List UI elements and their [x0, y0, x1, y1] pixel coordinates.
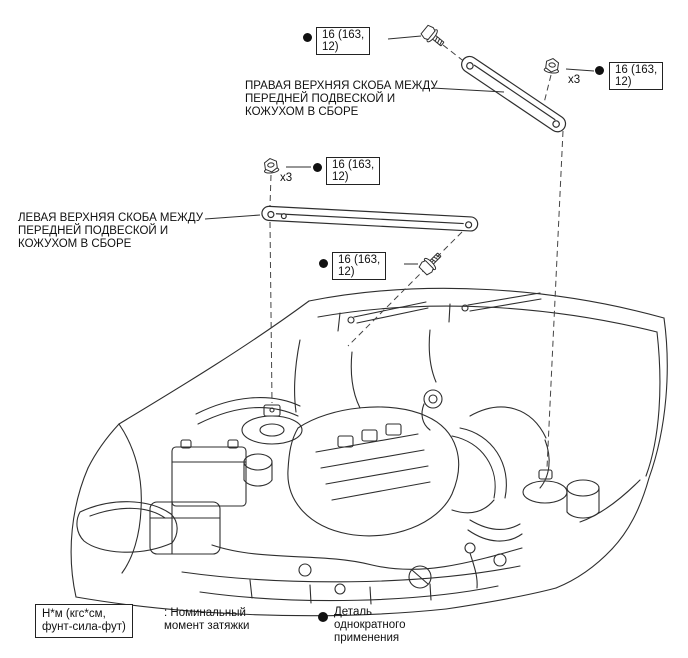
bolt-count-label: x3	[568, 74, 581, 86]
non-reusable-legend-description: Деталь однократного применения	[334, 606, 406, 645]
torque-spec-box: 16 (163, 12)	[332, 252, 387, 280]
torque-spec-box: 16 (163, 12)	[326, 157, 381, 185]
torque-value-line2: 12)	[615, 76, 632, 88]
label-line: ПЕРЕДНЕЙ ПОДВЕСКОЙ И	[18, 225, 169, 237]
label-line: КОЖУХОМ В СБОРЕ	[245, 106, 359, 118]
label-line: : Номинальный	[164, 607, 246, 619]
torque-value-line2: 12)	[332, 171, 349, 183]
label-line: Н*м (кгс*см,	[42, 608, 106, 620]
bolt-icon	[419, 23, 448, 51]
torque-legend-description: : Номинальный момент затяжки	[164, 607, 249, 633]
fasteners	[262, 23, 561, 277]
non-reusable-dot-icon	[318, 612, 328, 622]
assembly-dashed-lines	[269, 44, 564, 469]
torque-value-line1: 16 (163,	[332, 159, 375, 171]
torque-spec-box: 16 (163, 12)	[316, 27, 371, 55]
non-reusable-dot-icon	[595, 66, 604, 75]
left-upper-brace-part	[261, 205, 479, 232]
torque-legend-box: Н*м (кгс*см, фунт-сила-фут)	[35, 604, 133, 638]
label-line: ПРАВАЯ ВЕРХНЯЯ СКОБА МЕЖДУ	[245, 80, 438, 92]
label-line: фунт-сила-фут)	[42, 621, 126, 633]
engine-bay-drawing	[70, 287, 668, 617]
bolt-count-label: x3	[280, 172, 293, 184]
nut-icon	[543, 57, 561, 75]
non-reusable-dot-icon	[319, 259, 328, 268]
torque-value-line2: 12)	[338, 266, 355, 278]
torque-spec-box: 16 (163, 12)	[609, 62, 664, 90]
label-line: ЛЕВАЯ ВЕРХНЯЯ СКОБА МЕЖДУ	[18, 212, 204, 224]
left-brace-label: ЛЕВАЯ ВЕРХНЯЯ СКОБА МЕЖДУ ПЕРЕДНЕЙ ПОДВЕ…	[18, 212, 203, 251]
torque-value-line1: 16 (163,	[615, 64, 658, 76]
torque-value-line1: 16 (163,	[338, 254, 381, 266]
right-brace-label: ПРАВАЯ ВЕРХНЯЯ СКОБА МЕЖДУ ПЕРЕДНЕЙ ПОДВ…	[245, 80, 438, 119]
label-line: однократного	[334, 619, 406, 631]
nut-icon	[262, 157, 280, 175]
torque-value-line2: 12)	[322, 41, 339, 53]
label-line: ПЕРЕДНЕЙ ПОДВЕСКОЙ И	[245, 93, 396, 105]
label-line: КОЖУХОМ В СБОРЕ	[18, 238, 132, 250]
non-reusable-dot-icon	[303, 33, 312, 42]
label-line: момент затяжки	[164, 620, 250, 632]
label-line: применения	[334, 632, 400, 644]
leader-lines	[204, 35, 595, 265]
non-reusable-dot-icon	[313, 163, 322, 172]
right-upper-brace-part	[461, 55, 567, 133]
label-line: Деталь	[334, 606, 373, 618]
torque-value-line1: 16 (163,	[322, 29, 365, 41]
